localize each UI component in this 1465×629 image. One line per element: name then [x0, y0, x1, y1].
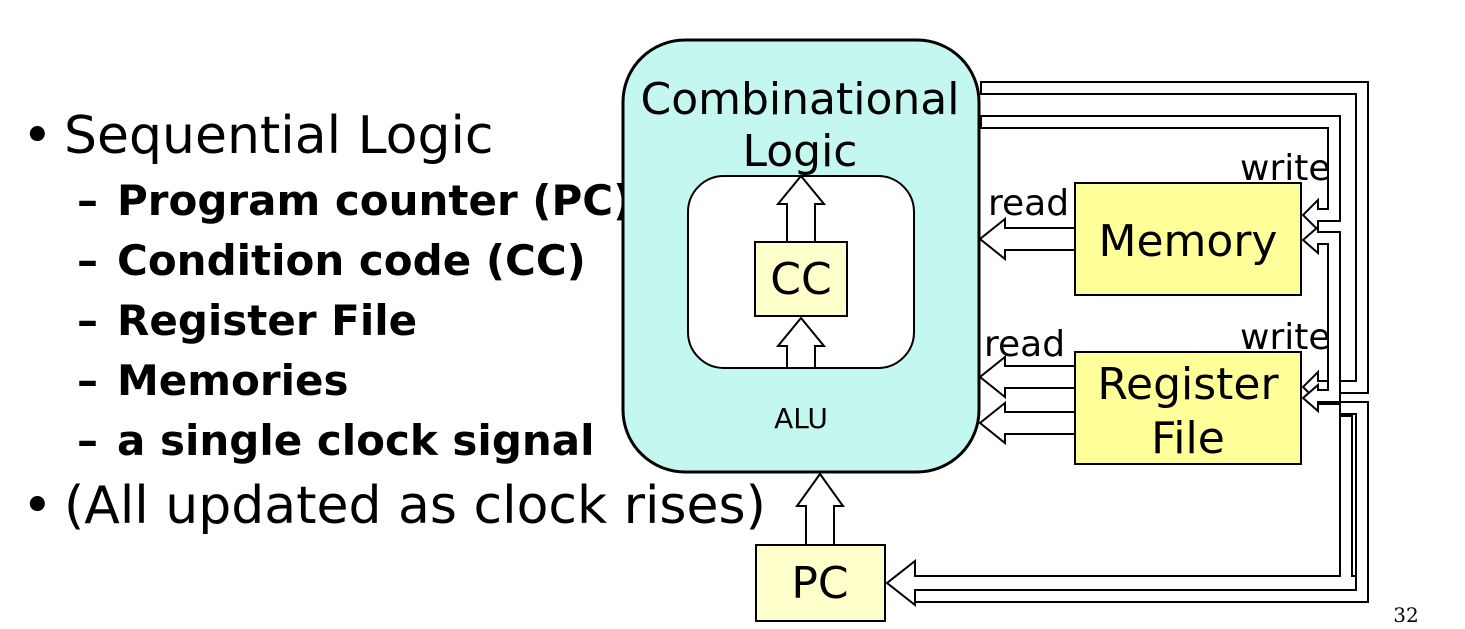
sub-bullet-memories: –Memories [77, 356, 349, 405]
pc-label: PC [791, 558, 848, 609]
regfile-label-2: File [1151, 413, 1225, 464]
bullet-dot-icon: • [22, 476, 53, 536]
pc-register [755, 544, 886, 622]
register-file-block [1074, 351, 1302, 465]
memory-block [1074, 182, 1302, 296]
sub-bullet-condition-code: –Condition code (CC) [77, 236, 586, 285]
sub-bullet-program-counter: –Program counter (PC) [77, 176, 633, 225]
regfile-read-arrow-b-icon [978, 400, 1076, 446]
cc-input-arrow-icon [775, 316, 827, 369]
dash-icon: – [77, 296, 98, 345]
memory-label: Memory [1099, 216, 1278, 267]
regfile-read-arrow-a-icon [978, 354, 1076, 400]
sub-bullet-clock-signal: –a single clock signal [77, 416, 595, 465]
regfile-label-1: Register [1097, 359, 1279, 410]
alu-label: ALU [774, 402, 828, 435]
pc-to-logic-arrow-icon [795, 472, 845, 546]
sub-bullet-register-file: –Register File [77, 296, 418, 345]
dash-icon: – [77, 416, 98, 465]
dash-icon: – [77, 236, 98, 285]
regfile-read-label: read [984, 324, 1065, 365]
memory-read-label: read [988, 183, 1069, 224]
memory-write-label: write [1240, 148, 1331, 189]
pc-feedback-outer [914, 401, 1369, 603]
dash-icon: – [77, 356, 98, 405]
regfile-write-loop [980, 81, 1369, 405]
cc-output-arrow-icon [775, 174, 827, 243]
bullet-list: •Sequential Logic –Program counter (PC) … [22, 0, 782, 629]
bullet-updated-clock: •(All updated as clock rises) [22, 476, 766, 536]
dash-icon: – [77, 176, 98, 225]
bullet-sequential-logic: •Sequential Logic [22, 106, 494, 166]
memory-write-loop [980, 115, 1341, 233]
cc-label: CC [770, 254, 831, 305]
comb-logic-label-1: Combinational [641, 74, 960, 125]
comb-logic-label-2: Logic [742, 126, 857, 177]
memory-read-arrow-icon [978, 216, 1076, 262]
page-number: 32 [1393, 603, 1418, 627]
regfile-write-label: write [1240, 317, 1331, 358]
bullet-dot-icon: • [22, 106, 53, 166]
